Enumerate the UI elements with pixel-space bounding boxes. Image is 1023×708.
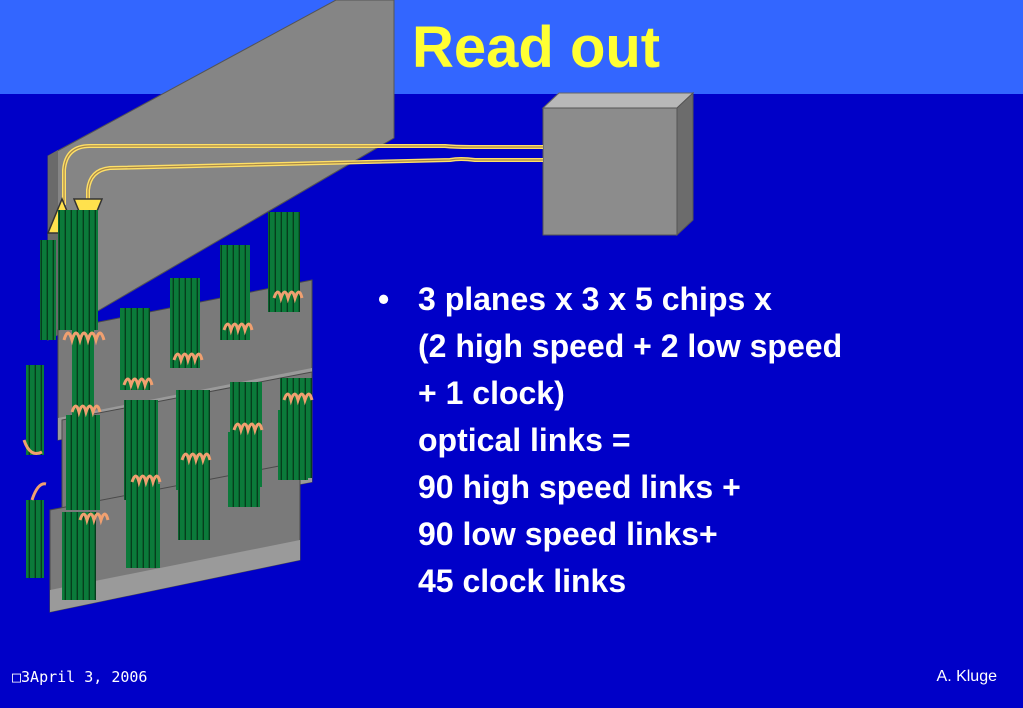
optical-fiber-1-core [63,145,543,205]
bullet-line-6: 90 low speed links+ [418,516,718,552]
bullet-line-5: 90 high speed links + [418,469,741,505]
bullet-line-3: + 1 clock) [418,375,565,411]
footer-author: A. Kluge [936,668,997,685]
readout-box-front [542,107,678,236]
slide-title: Read out [412,15,661,80]
bullet-text: 3 planes x 3 x 5 chips x (2 high speed +… [418,276,842,605]
fiber-coils [22,290,314,526]
bullet-line-4: optical links = [418,422,631,458]
optical-fiber-2-core [87,158,543,206]
bullet-line-7: 45 clock links [418,563,627,599]
header-band [0,0,1023,94]
bullet-line-2: (2 high speed + 2 low speed [418,328,843,364]
chip-row-bottom [62,410,308,600]
bullet-line-1: 3 planes x 3 x 5 chips x [418,281,772,317]
bullet-symbol: • [378,281,390,317]
footer-date: □3April 3, 2006 [12,668,148,686]
left-chip-strip [26,210,98,578]
readout-box-top [541,92,695,109]
readout-box-side [676,91,694,237]
